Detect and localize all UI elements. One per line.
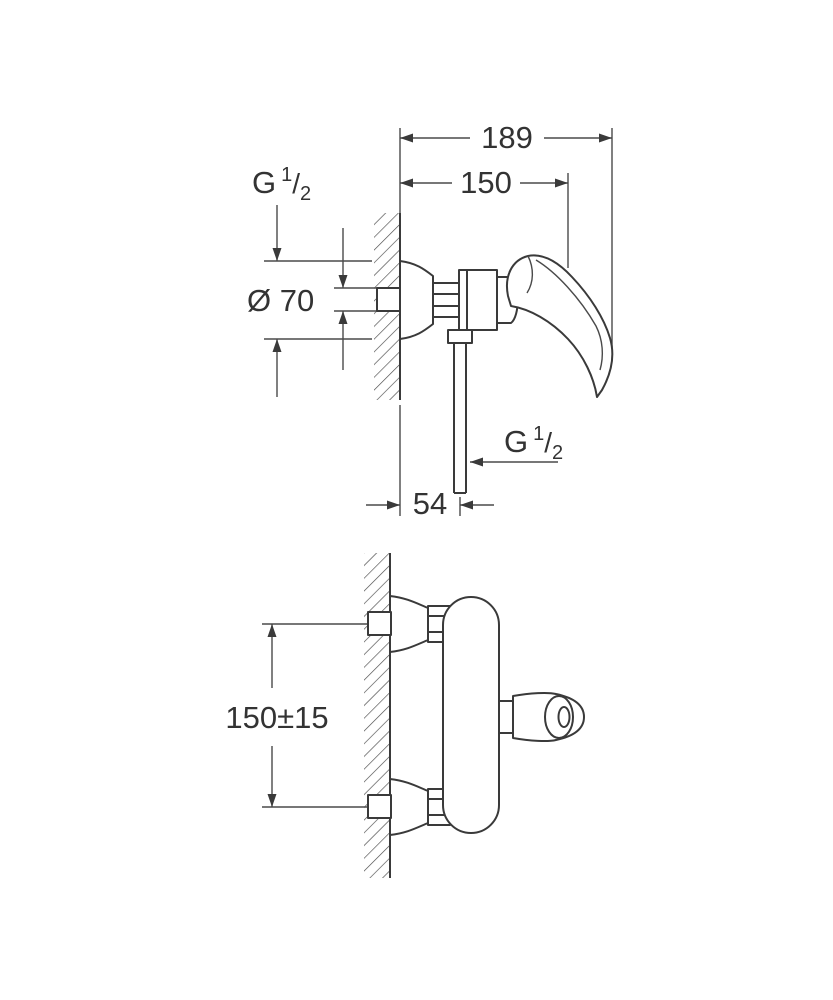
wall-hatch (364, 553, 390, 878)
escutcheon-front (389, 595, 429, 653)
mixer-side (376, 254, 614, 494)
dim-diameter-70: Ø 70 (247, 205, 372, 397)
mixer-front (442, 596, 585, 834)
dim-189: 189 (399, 120, 613, 348)
valve-body-side (458, 269, 498, 331)
mounting-square (367, 794, 392, 819)
lever-handle-side (506, 254, 614, 398)
handle-neck (498, 700, 514, 734)
dim-150: 150 (400, 165, 569, 268)
outlet-pipe-side (447, 329, 473, 494)
dim-label-54: 54 (413, 486, 447, 521)
bottom-connection-front (367, 778, 451, 836)
dim-label-189: 189 (481, 120, 533, 155)
body-front (442, 596, 500, 834)
dim-label-150: 150 (460, 165, 512, 200)
hex-nut-side (432, 282, 460, 318)
escutcheon-front (389, 778, 429, 836)
lever-handle-front (498, 691, 585, 743)
inlet-square-union (376, 287, 401, 312)
dim-label-150pm15: 150±15 (225, 700, 328, 735)
dim-150pm15: 150±15 (225, 623, 384, 808)
wall-section-bottom (364, 553, 391, 878)
mounting-square (367, 611, 392, 636)
front-view: 150±15 (225, 553, 585, 878)
dim-label-diameter-70: Ø 70 (247, 283, 314, 318)
dim-54: 54 (366, 405, 494, 521)
escutcheon-side (399, 260, 434, 340)
